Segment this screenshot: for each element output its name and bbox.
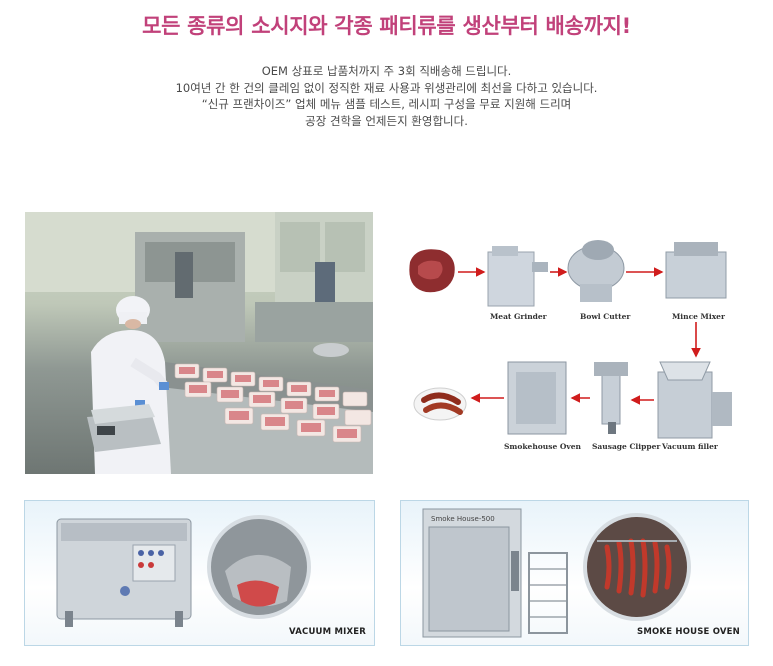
step-label-meat-grinder: Meat Grinder (490, 312, 547, 321)
vacuum-mixer-panel: VACUUM MIXER (24, 500, 375, 646)
step-label-mince-mixer: Mince Mixer (672, 312, 725, 321)
intro-line: 10여년 간 한 건의 클레임 없이 정직한 재료 사용과 위생관리에 최선을 … (175, 80, 598, 95)
smoke-house-oven-panel: Smoke House-500 SMOKE HOUSE OVEN (400, 500, 749, 646)
intro-line: “신규 프랜차이즈” 업체 메뉴 샘플 테스트, 레시피 구성을 무료 지원해 … (201, 97, 572, 111)
smoke-house-caption: SMOKE HOUSE OVEN (637, 627, 740, 637)
intro-text: OEM 상표로 납품처까지 주 3회 직배송해 드립니다. 10여년 간 한 건… (0, 63, 773, 129)
step-label-smokehouse-oven: Smokehouse Oven (504, 442, 581, 451)
oven-nameplate: Smoke House-500 (431, 515, 495, 523)
step-label-bowl-cutter: Bowl Cutter (580, 312, 631, 321)
process-diagram: Meat Grinder Bowl Cutter Mince Mixer Vac… (396, 222, 752, 470)
factory-photo (25, 212, 373, 474)
step-label-sausage-clipper: Sausage Clipper (592, 442, 661, 451)
vacuum-mixer-caption: VACUUM MIXER (289, 627, 366, 637)
factory-photo-illustration (25, 212, 373, 474)
vacuum-mixer-illustration (56, 515, 311, 627)
intro-line: OEM 상표로 납품처까지 주 3회 직배송해 드립니다. (261, 64, 512, 78)
headline: 모든 종류의 소시지와 각종 패티류를 생산부터 배송까지! (142, 14, 631, 38)
step-label-vacuum-filler: Vacuum filler (662, 442, 718, 451)
smoke-house-illustration (422, 508, 691, 638)
intro-line: 공장 견학을 언제든지 환영합니다. (305, 113, 468, 128)
process-illustration (409, 240, 732, 439)
